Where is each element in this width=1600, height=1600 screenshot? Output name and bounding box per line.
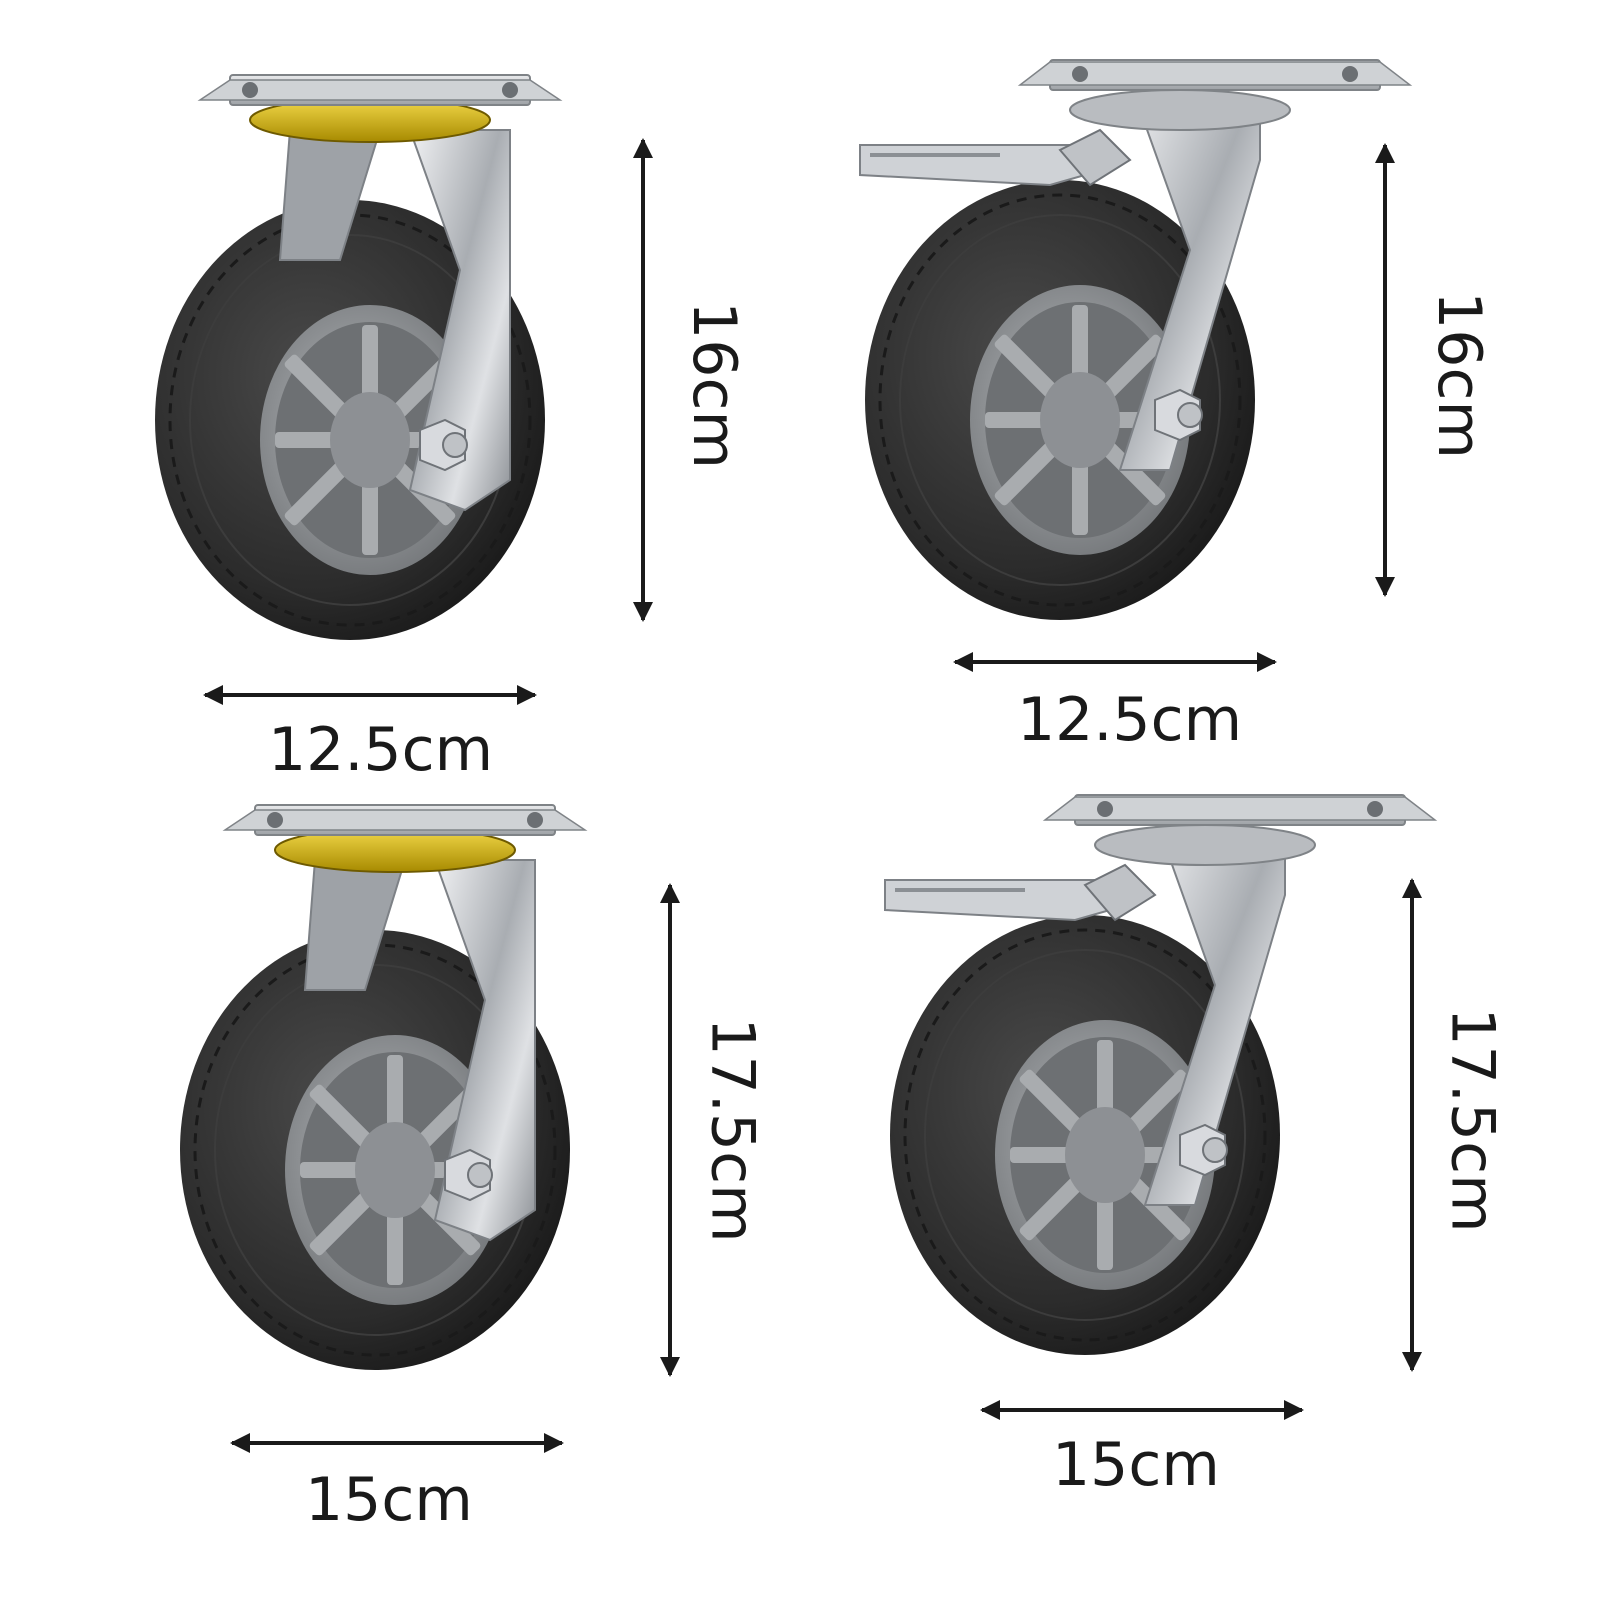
caster-swivel-large (178, 803, 587, 1372)
height-label-top-left: 16cm (678, 301, 749, 469)
width-label-bottom-left: 15cm (305, 1465, 473, 1535)
width-label-bottom-right: 15cm (1052, 1430, 1220, 1500)
caster-brake-large (883, 793, 1437, 1357)
caster-swivel-small (153, 73, 562, 642)
width-label-top-left: 12.5cm (268, 715, 494, 785)
width-label-top-right: 12.5cm (1017, 685, 1243, 755)
height-label-bottom-left: 17.5cm (697, 1017, 768, 1243)
height-label-top-right: 16cm (1423, 291, 1494, 459)
caster-brake-small (858, 58, 1412, 622)
height-label-bottom-right: 17.5cm (1437, 1007, 1508, 1233)
